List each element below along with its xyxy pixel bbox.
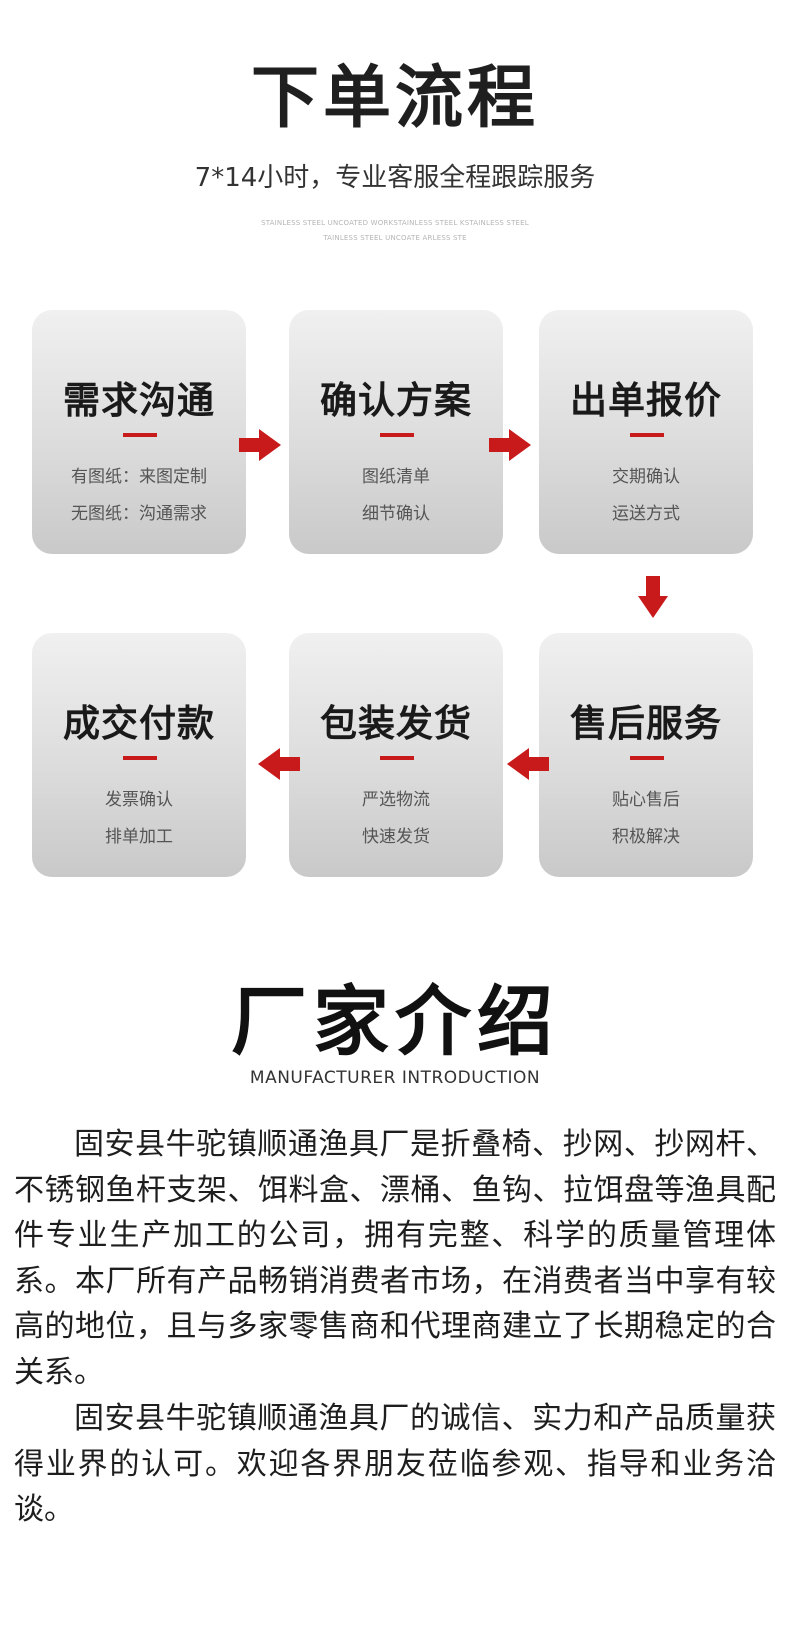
arrow-right-icon bbox=[239, 429, 281, 461]
step-title: 包装发货 bbox=[320, 702, 472, 745]
step-divider bbox=[380, 756, 414, 760]
step-detail: 严选物流 bbox=[362, 790, 430, 810]
decorative-text-line-2: TAINLESS STEEL UNCOATE ARLESS STE bbox=[323, 234, 467, 242]
step-card-after-sales: 售后服务 贴心售后 积极解决 bbox=[539, 633, 753, 877]
step-detail: 贴心售后 bbox=[612, 790, 680, 810]
step-divider bbox=[630, 433, 664, 437]
step-detail: 有图纸：来图定制 bbox=[71, 467, 207, 487]
manufacturer-title: 厂家介绍 bbox=[231, 977, 559, 1066]
step-title: 成交付款 bbox=[63, 702, 215, 745]
step-card-confirm-plan: 确认方案 图纸清单 细节确认 bbox=[289, 310, 503, 554]
arrow-right-icon bbox=[489, 429, 531, 461]
step-title: 出单报价 bbox=[570, 379, 722, 422]
step-title: 确认方案 bbox=[320, 379, 472, 422]
step-divider bbox=[380, 433, 414, 437]
step-detail: 发票确认 bbox=[105, 790, 173, 810]
step-detail: 图纸清单 bbox=[362, 467, 430, 487]
step-detail: 运送方式 bbox=[612, 504, 680, 524]
step-title: 需求沟通 bbox=[63, 379, 215, 422]
step-title: 售后服务 bbox=[570, 702, 722, 745]
arrow-left-icon bbox=[507, 748, 549, 780]
arrow-left-icon bbox=[258, 748, 300, 780]
step-card-quote: 出单报价 交期确认 运送方式 bbox=[539, 310, 753, 554]
page-title: 下单流程 bbox=[250, 59, 539, 138]
step-divider bbox=[630, 756, 664, 760]
step-detail: 积极解决 bbox=[612, 827, 680, 847]
step-detail: 无图纸：沟通需求 bbox=[71, 504, 207, 524]
step-divider bbox=[123, 756, 157, 760]
step-card-shipping: 包装发货 严选物流 快速发货 bbox=[289, 633, 503, 877]
step-detail: 排单加工 bbox=[105, 827, 173, 847]
step-detail: 快速发货 bbox=[362, 827, 430, 847]
step-detail: 细节确认 bbox=[362, 504, 430, 524]
step-card-payment: 成交付款 发票确认 排单加工 bbox=[32, 633, 246, 877]
arrow-down-icon bbox=[638, 576, 668, 618]
page-subtitle: 7*14小时，专业客服全程跟踪服务 bbox=[194, 163, 596, 193]
step-divider bbox=[123, 433, 157, 437]
decorative-text-line-1: STAINLESS STEEL UNCOATED WORKSTAINLESS S… bbox=[261, 219, 529, 227]
intro-paragraph: 固安县牛驼镇顺通渔具厂的诚信、实力和产品质量获得业界的认可。欢迎各界朋友莅临参观… bbox=[14, 1401, 776, 1528]
manufacturer-subtitle: MANUFACTURER INTRODUCTION bbox=[249, 1068, 541, 1088]
step-detail: 交期确认 bbox=[612, 467, 680, 487]
intro-paragraph: 固安县牛驼镇顺通渔具厂是折叠椅、抄网、抄网杆、不锈钢鱼杆支架、饵料盒、漂桶、鱼钩… bbox=[14, 1127, 776, 1390]
step-card-requirement: 需求沟通 有图纸：来图定制 无图纸：沟通需求 bbox=[32, 310, 246, 554]
